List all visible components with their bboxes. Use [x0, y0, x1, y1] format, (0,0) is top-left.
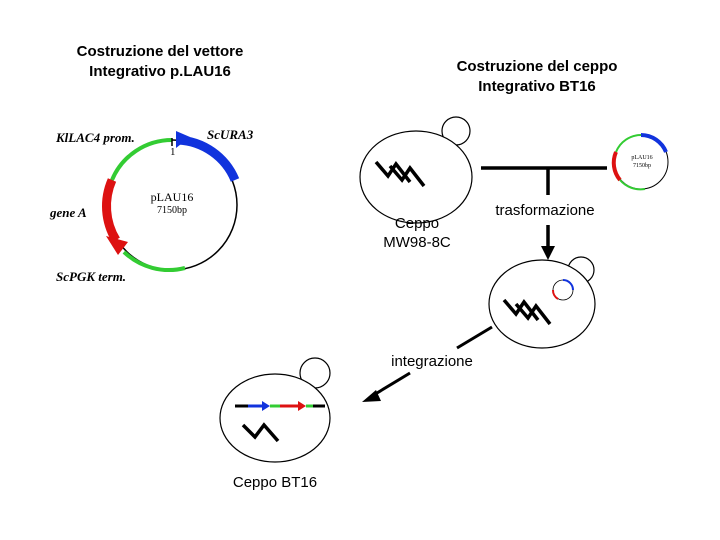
gene-segment	[102, 178, 120, 243]
integration-arrow	[362, 325, 493, 402]
host-label-line1: Ceppo	[394, 215, 440, 232]
transformation-connector	[481, 166, 607, 260]
marker-arrowhead	[176, 131, 190, 148]
integrated-marker-arrowhead	[262, 401, 270, 411]
integration-arrowhead	[362, 390, 381, 402]
small-plasmid-marker	[640, 133, 668, 153]
gene-arrowhead	[106, 236, 128, 255]
plasmid-map	[102, 131, 240, 272]
transformed-cell	[488, 256, 596, 349]
integration-line-lower	[371, 371, 411, 398]
integrated-gene-arrowhead	[298, 401, 306, 411]
origin-mark-label: 1	[170, 146, 176, 158]
host-chromosome-2	[388, 164, 426, 188]
integration-line-upper	[456, 325, 493, 350]
final-cell-body	[219, 373, 331, 463]
strain-construction-title: Costruzione del ceppo Integrativo BT16	[427, 57, 647, 97]
small-plasmid-promoter	[615, 134, 642, 153]
transformed-plasmid-marker	[562, 279, 574, 291]
terminator-segment	[122, 250, 186, 272]
small-plasmid-gene	[611, 151, 622, 182]
small-plasmid-name: pLAU16	[631, 155, 653, 161]
transformation-label: trasformazione	[495, 202, 595, 219]
host-label-line2: MW98-8C	[383, 234, 451, 251]
vector-construction-title: Costruzione del vettore Integrativo p.LA…	[50, 42, 270, 82]
integration-label: integrazione	[391, 353, 473, 370]
vector-title-line1: Costruzione del vettore	[76, 43, 244, 60]
marker-segment	[177, 135, 240, 182]
small-plasmid-terminator	[619, 179, 646, 191]
transformed-plasmid-gene	[552, 289, 559, 300]
final-chromosome	[241, 422, 280, 443]
strain-title-line1: Costruzione del ceppo	[456, 58, 618, 75]
marker-label: ScURA3	[207, 127, 254, 142]
final-cell	[219, 357, 331, 463]
plasmid-size: 7150bp	[157, 205, 187, 216]
transformation-arrowhead	[541, 246, 555, 260]
host-cell-label: Ceppo MW98-8C	[362, 214, 472, 252]
promoter-segment	[110, 138, 173, 181]
plasmid-name: pLAU16	[150, 190, 194, 204]
gene-label: gene A	[50, 205, 87, 220]
terminator-label: ScPGK term.	[56, 269, 127, 284]
final-cell-label: Ceppo BT16	[232, 474, 318, 491]
transformed-cell-body	[488, 259, 596, 349]
strain-title-line2: Integrativo BT16	[478, 78, 596, 95]
host-cell	[359, 116, 473, 224]
vector-title-line2: Integrativo p.LAU16	[89, 63, 231, 80]
transformed-chromosome-2	[514, 302, 552, 326]
promoter-label: KlLAC4 prom.	[56, 130, 135, 145]
small-plasmid-size: 7150bp	[633, 163, 651, 169]
small-plasmid	[611, 133, 669, 191]
